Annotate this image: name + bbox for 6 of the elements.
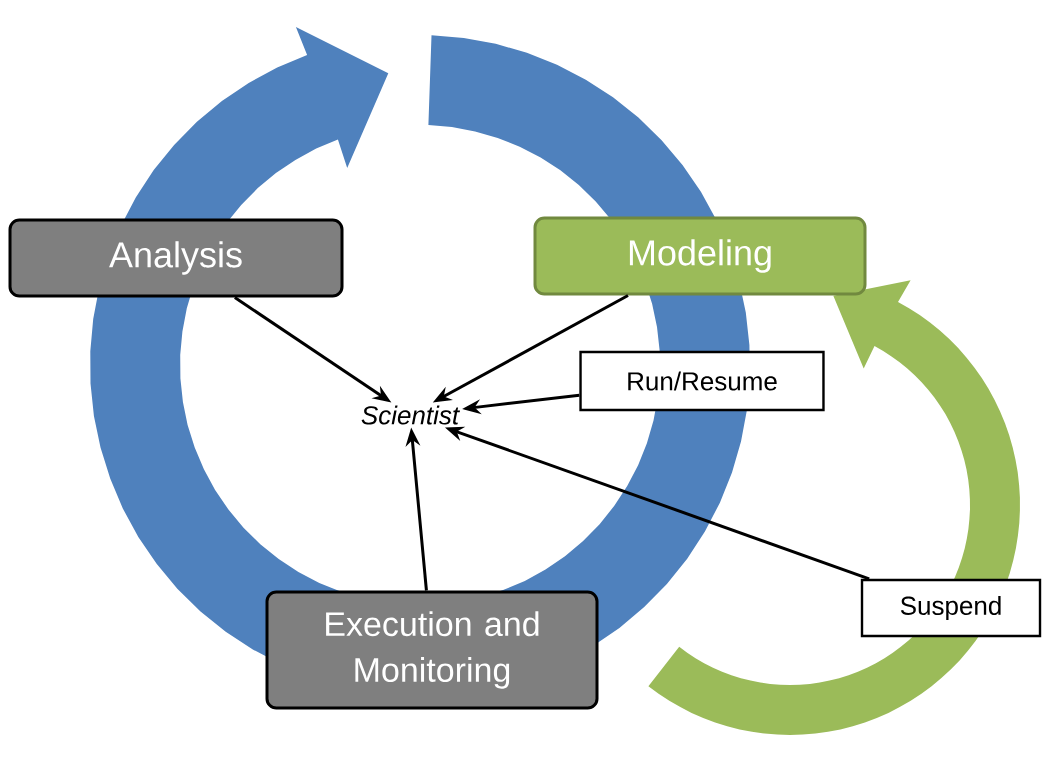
process-box: Modeling <box>533 216 867 296</box>
center-label: Scientist <box>361 405 460 425</box>
action-box: Suspend <box>860 578 1042 638</box>
process-box: Analysis <box>8 218 344 298</box>
process-box: Execution and Monitoring <box>265 590 599 710</box>
action-box: Run/Resume <box>579 350 825 412</box>
